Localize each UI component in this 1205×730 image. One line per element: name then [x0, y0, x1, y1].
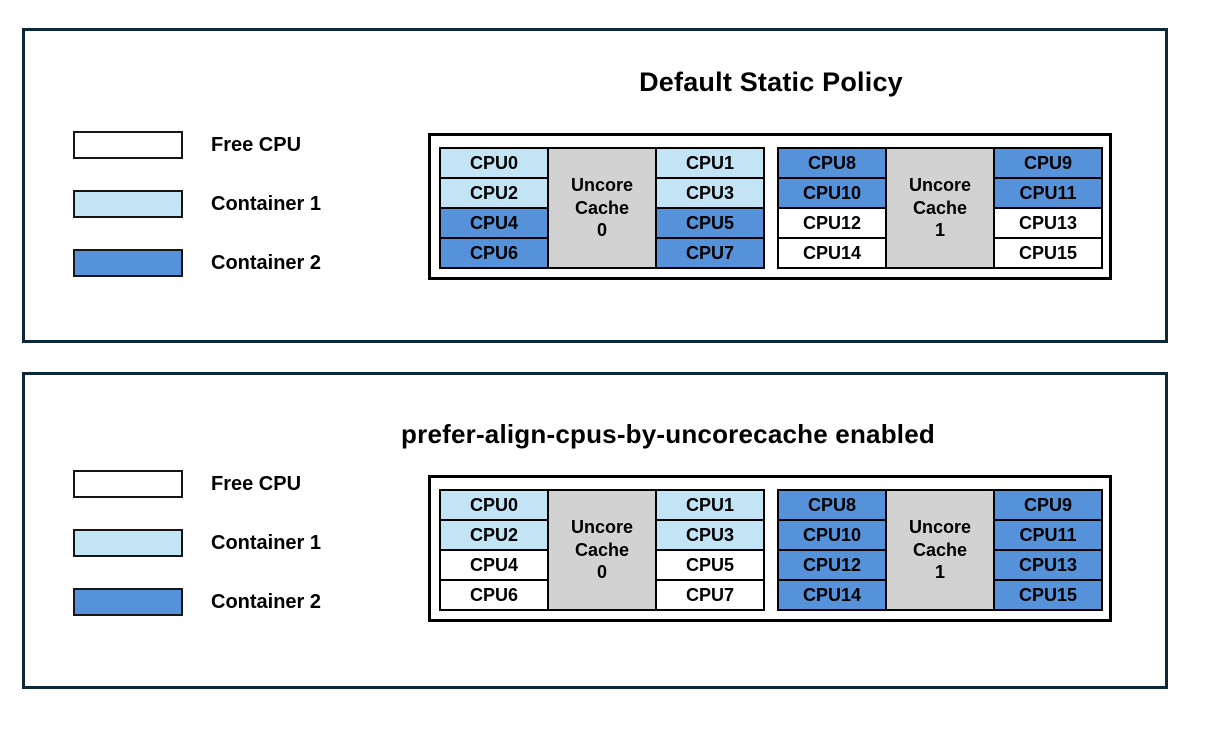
- cpu-cell: CPU0: [441, 149, 547, 177]
- cpu-cell: CPU14: [779, 581, 885, 609]
- cpu-cell: CPU11: [995, 179, 1101, 207]
- legend-swatch-container1: [73, 529, 183, 557]
- cpu-cell: CPU0: [441, 491, 547, 519]
- cpu-cell: CPU8: [779, 491, 885, 519]
- legend-item: Free CPU: [73, 131, 321, 159]
- cpu-cell: CPU3: [657, 179, 763, 207]
- legend-swatch-container2: [73, 249, 183, 277]
- cpu-cell: CPU10: [779, 521, 885, 549]
- panel-title: prefer-align-cpus-by-uncorecache enabled: [401, 419, 935, 449]
- cpu-cell: CPU5: [657, 209, 763, 237]
- legend-item: Container 1: [73, 190, 321, 218]
- uncore-cache-label-line: 0: [596, 220, 607, 241]
- panel-title: Default Static Policy: [639, 67, 903, 97]
- cpu-cell: CPU1: [657, 491, 763, 519]
- uncore-cache-label-line: Uncore: [570, 517, 633, 538]
- cpu-cell: CPU14: [779, 239, 885, 267]
- uncore-cache-label-line: Cache: [912, 539, 968, 560]
- legend-swatch-free: [73, 470, 183, 498]
- cpu-cell: CPU2: [441, 179, 547, 207]
- cpu-cell: CPU1: [657, 149, 763, 177]
- uncore-cache-label-line: Uncore: [908, 175, 971, 196]
- cpu-cell: CPU12: [779, 209, 885, 237]
- legend-swatch-container1: [73, 190, 183, 218]
- cpu-cell: CPU11: [995, 521, 1101, 549]
- uncore-cache-label-line: 1: [934, 220, 945, 241]
- policy-panel-uncorecache-enabled: prefer-align-cpus-by-uncorecache enabled…: [22, 372, 1168, 689]
- legend-label: Container 1: [211, 531, 322, 554]
- uncore-cache-label-line: Uncore: [908, 517, 971, 538]
- cpu-cell: CPU7: [657, 239, 763, 267]
- legend-label: Free CPU: [211, 472, 302, 495]
- legend-item: Container 2: [73, 588, 321, 616]
- legend-item: Container 2: [73, 249, 321, 277]
- legend-item: Container 1: [73, 529, 321, 557]
- cpu-cell: CPU6: [441, 239, 547, 267]
- legend-swatch-free: [73, 131, 183, 159]
- cpu-cell: CPU15: [995, 581, 1101, 609]
- cpu-cell: CPU8: [779, 149, 885, 177]
- uncore-cache-label-line: Uncore: [570, 175, 633, 196]
- legend: Free CPU Container 1 Container 2: [73, 470, 321, 616]
- uncore-cache-label-line: Cache: [912, 197, 968, 218]
- cpu-cell: CPU7: [657, 581, 763, 609]
- legend-label: Container 1: [211, 192, 322, 215]
- legend-label: Container 2: [211, 251, 322, 274]
- cpu-cell: CPU9: [995, 149, 1101, 177]
- uncore-cache-label-line: 0: [596, 562, 607, 583]
- cpu-cell: CPU4: [441, 551, 547, 579]
- cpu-cell: CPU10: [779, 179, 885, 207]
- cpu-cell: CPU2: [441, 521, 547, 549]
- cpu-cell: CPU6: [441, 581, 547, 609]
- legend-swatch-container2: [73, 588, 183, 616]
- legend: Free CPU Container 1 Container 2: [73, 131, 321, 277]
- cpu-cell: CPU13: [995, 209, 1101, 237]
- cpu-cell: CPU15: [995, 239, 1101, 267]
- uncore-cache-label-line: 1: [934, 562, 945, 583]
- uncore-cache-label-line: Cache: [574, 197, 630, 218]
- policy-panel-default-static: Default Static Policy Free CPU Container …: [22, 28, 1168, 343]
- legend-label: Container 2: [211, 590, 322, 613]
- cpu-cell: CPU4: [441, 209, 547, 237]
- uncore-cache-label-line: Cache: [574, 539, 630, 560]
- cpu-cell: CPU9: [995, 491, 1101, 519]
- cpu-cell: CPU5: [657, 551, 763, 579]
- cpu-cell: CPU12: [779, 551, 885, 579]
- legend-label: Free CPU: [211, 133, 302, 156]
- legend-item: Free CPU: [73, 470, 321, 498]
- cpu-cell: CPU13: [995, 551, 1101, 579]
- cpu-cell: CPU3: [657, 521, 763, 549]
